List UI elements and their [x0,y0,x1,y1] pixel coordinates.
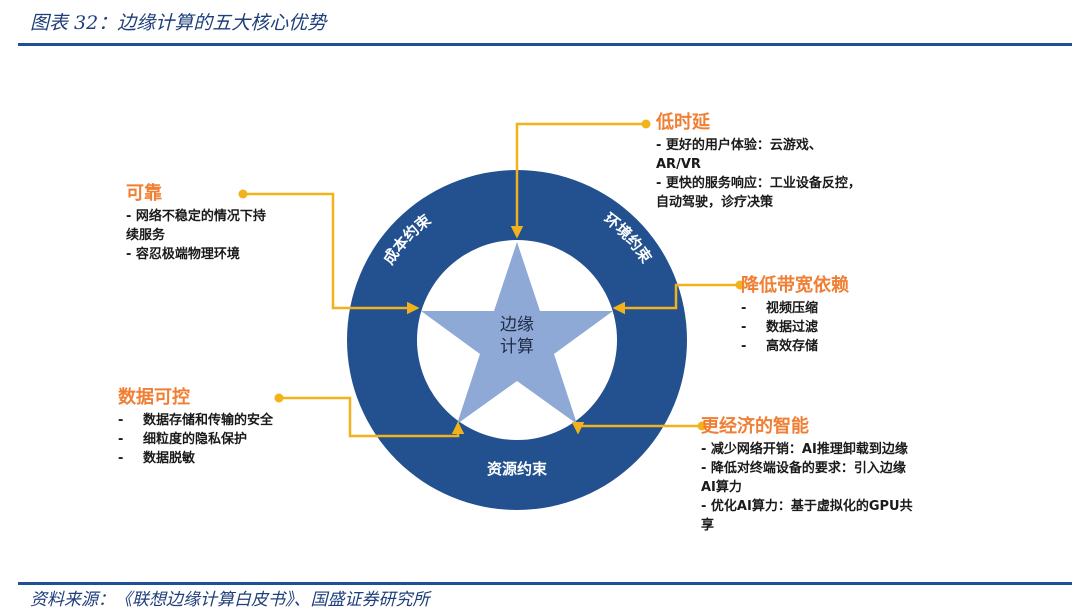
list-item: - 优化AI算力：基于虚拟化的GPU共 [701,499,913,514]
list-item: 续服务 [126,228,166,243]
list-text: 数据存储和传输的安全 [143,413,274,428]
list-item: - 视频压缩 [741,299,849,318]
connector-dot-bandwidth [735,280,745,290]
list-item: - 数据存储和传输的安全 [118,411,273,430]
list-item: AR/VR [656,157,701,172]
list-item: 享 [701,518,715,533]
list-item: - 更好的用户体验：云游戏、 [656,138,822,153]
connector-bandwidth [612,283,738,315]
list-text: 细粒度的隐私保护 [143,432,248,447]
list-item: - 减少网络开销：AI推理卸载到边缘 [701,442,908,457]
list-dash: - [741,339,747,354]
list-text: 高效存储 [766,339,819,354]
edge-computing-star [421,242,613,424]
list-item: - 更快的服务响应：工业设备反控， [656,176,861,191]
block-economical: 更经济的智能 - 减少网络开销：AI推理卸载到边缘 - 降低对终端设备的要求：引… [701,416,913,535]
connector-low-latency [510,122,644,239]
figure-title: 图表 32：边缘计算的五大核心优势 [30,12,327,34]
connector-dot-low-latency [641,119,651,129]
center-label-line2: 计算 [500,337,534,357]
list-text: 数据过滤 [766,320,819,335]
block-bandwidth-title: 降低带宽依赖 [741,275,849,296]
bottom-rule [18,582,1072,585]
block-low-latency-title: 低时延 [656,112,710,133]
list-dash: - [118,413,124,428]
block-reliable-title: 可靠 [126,183,162,204]
block-economical-title: 更经济的智能 [701,416,809,437]
list-dash: - [741,320,747,335]
connector-economical [571,422,700,435]
block-low-latency: 低时延 - 更好的用户体验：云游戏、 AR/VR - 更快的服务响应：工业设备反… [656,112,861,212]
connector-dot-data-control [274,393,284,403]
list-item: - 数据脱敏 [118,449,273,468]
top-rule [18,43,1072,46]
list-item: 自动驾驶，诊疗决策 [656,195,774,210]
list-text: 数据脱敏 [143,451,196,466]
list-dash: - [118,432,124,447]
center-label-line1: 边缘 [500,315,534,335]
block-reliable: 可靠 - 网络不稳定的情况下持 续服务 - 容忍极端物理环境 [126,183,266,264]
list-item: - 高效存储 [741,337,849,356]
ring-label-resource: 资源约束 [487,460,548,478]
list-item: - 数据过滤 [741,318,849,337]
list-item: - 降低对终端设备的要求：引入边缘 [701,461,906,476]
list-text: 视频压缩 [766,301,819,316]
list-item: - 容忍极端物理环境 [126,247,240,262]
list-dash: - [118,451,124,466]
block-data-control: 数据可控 - 数据存储和传输的安全 - 细粒度的隐私保护 - 数据脱敏 [118,387,273,468]
list-item: AI算力 [701,480,742,495]
connector-dot-reliable [238,189,248,199]
block-bandwidth: 降低带宽依赖 - 视频压缩 - 数据过滤 - 高效存储 [741,275,849,356]
connector-dot-economical [697,421,707,431]
list-item: - 细粒度的隐私保护 [118,430,273,449]
list-item: - 网络不稳定的情况下持 [126,209,266,224]
block-data-control-title: 数据可控 [118,387,190,408]
connector-data-control [281,396,465,438]
figure-source: 资料来源：《联想边缘计算白皮书》、国盛证券研究所 [30,590,430,610]
list-dash: - [741,301,747,316]
connector-reliable [245,192,420,315]
